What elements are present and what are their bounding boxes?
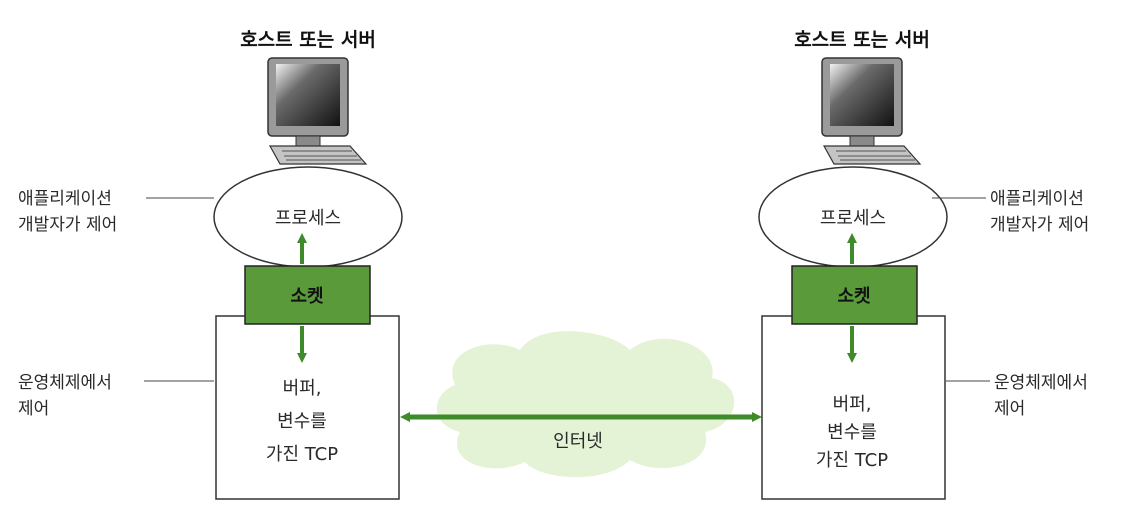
left-os-label-line-1: 운영체제에서 bbox=[18, 373, 112, 393]
left-tcp-box bbox=[215, 315, 400, 500]
right-os-label-line-1: 운영체제에서 bbox=[994, 373, 1088, 393]
left-app-label-line-1: 애플리케이션 bbox=[18, 189, 112, 209]
right-host: 호스트 또는 서버 프로세스 소켓 버퍼, 변수를 가진 TCP 애플리케이션 … bbox=[758, 29, 1089, 500]
left-socket-box bbox=[244, 265, 371, 325]
left-app-label-line-2: 개발자가 제어 bbox=[18, 215, 117, 235]
right-tcp-line-3: 가진 TCP bbox=[816, 450, 888, 471]
left-tcp-line-3: 가진 TCP bbox=[266, 444, 338, 465]
internet-label: 인터넷 bbox=[553, 431, 603, 452]
right-socket-box bbox=[791, 265, 918, 325]
left-os-label-line-2: 제어 bbox=[18, 399, 49, 419]
left-tcp-line-2: 변수를 bbox=[277, 411, 327, 432]
left-host: 호스트 또는 서버 프로세스 소켓 버퍼, 변수를 가진 TCP 애플리케이션 … bbox=[18, 29, 403, 500]
right-tcp-line-1: 버퍼, bbox=[833, 394, 872, 415]
left-process-label: 프로세스 bbox=[275, 208, 341, 229]
right-host-title: 호스트 또는 서버 bbox=[794, 29, 930, 51]
left-host-title: 호스트 또는 서버 bbox=[240, 29, 376, 51]
right-os-label-line-2: 제어 bbox=[994, 399, 1025, 419]
right-app-label-line-2: 개발자가 제어 bbox=[990, 215, 1089, 235]
right-socket-label: 소켓 bbox=[837, 286, 871, 307]
right-process-label: 프로세스 bbox=[820, 208, 886, 229]
right-tcp-line-2: 변수를 bbox=[827, 422, 877, 443]
left-computer-icon bbox=[267, 57, 368, 165]
right-computer-icon bbox=[821, 57, 922, 165]
internet-cloud bbox=[436, 331, 735, 478]
right-app-label-line-1: 애플리케이션 bbox=[990, 189, 1084, 209]
left-socket-label: 소켓 bbox=[290, 286, 324, 307]
left-tcp-line-1: 버퍼, bbox=[283, 378, 322, 399]
